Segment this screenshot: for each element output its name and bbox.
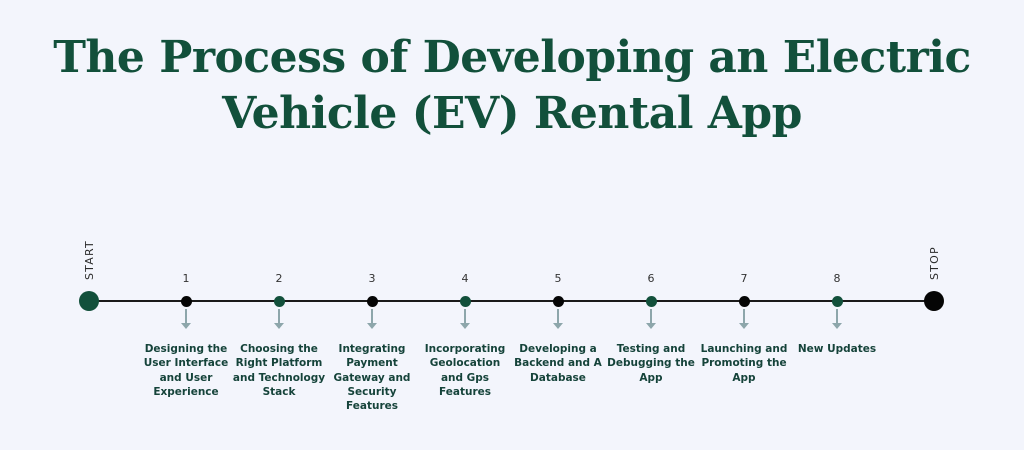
start-node — [79, 291, 99, 311]
step-label: Testing and Debugging the App — [607, 343, 695, 384]
stop-label: STOP — [928, 246, 941, 280]
step-dot — [552, 296, 564, 307]
step-number: 4 — [461, 272, 469, 285]
timeline-line — [89, 300, 934, 302]
title-line-2: Vehicle (EV) Rental App — [222, 88, 802, 139]
start-label: START — [83, 240, 96, 280]
step-label: Incorporating Geolocation and Gps Featur… — [424, 343, 506, 398]
step-dot — [738, 296, 750, 307]
step-label: New Updates — [797, 343, 877, 355]
down-arrow-icon — [274, 309, 284, 329]
step-dot — [273, 296, 285, 307]
step-label: Designing the User Interface and User Ex… — [143, 343, 229, 398]
step-number: 2 — [275, 272, 283, 285]
down-arrow-icon — [181, 309, 191, 329]
step-dot — [645, 296, 657, 307]
step-dot — [831, 296, 843, 307]
step-label: Integrating Payment Gateway and Security… — [333, 343, 411, 413]
step-number: 6 — [647, 272, 655, 285]
step-number: 7 — [740, 272, 748, 285]
page-title: The Process of Developing an Electric Ve… — [0, 30, 1024, 142]
down-arrow-icon — [553, 309, 563, 329]
step-dot — [366, 296, 378, 307]
down-arrow-icon — [646, 309, 656, 329]
step-number: 5 — [554, 272, 562, 285]
step-number: 1 — [182, 272, 190, 285]
step-label: Choosing the Right Platform and Technolo… — [232, 343, 326, 398]
title-line-1: The Process of Developing an Electric — [53, 32, 971, 83]
down-arrow-icon — [460, 309, 470, 329]
step-dot — [180, 296, 192, 307]
step-number: 8 — [833, 272, 841, 285]
down-arrow-icon — [367, 309, 377, 329]
step-label: Launching and Promoting the App — [700, 343, 788, 384]
step-label: Developing a Backend and A Database — [514, 343, 602, 384]
step-number: 3 — [368, 272, 376, 285]
down-arrow-icon — [739, 309, 749, 329]
step-dot — [459, 296, 471, 307]
stop-node — [924, 291, 944, 311]
down-arrow-icon — [832, 309, 842, 329]
